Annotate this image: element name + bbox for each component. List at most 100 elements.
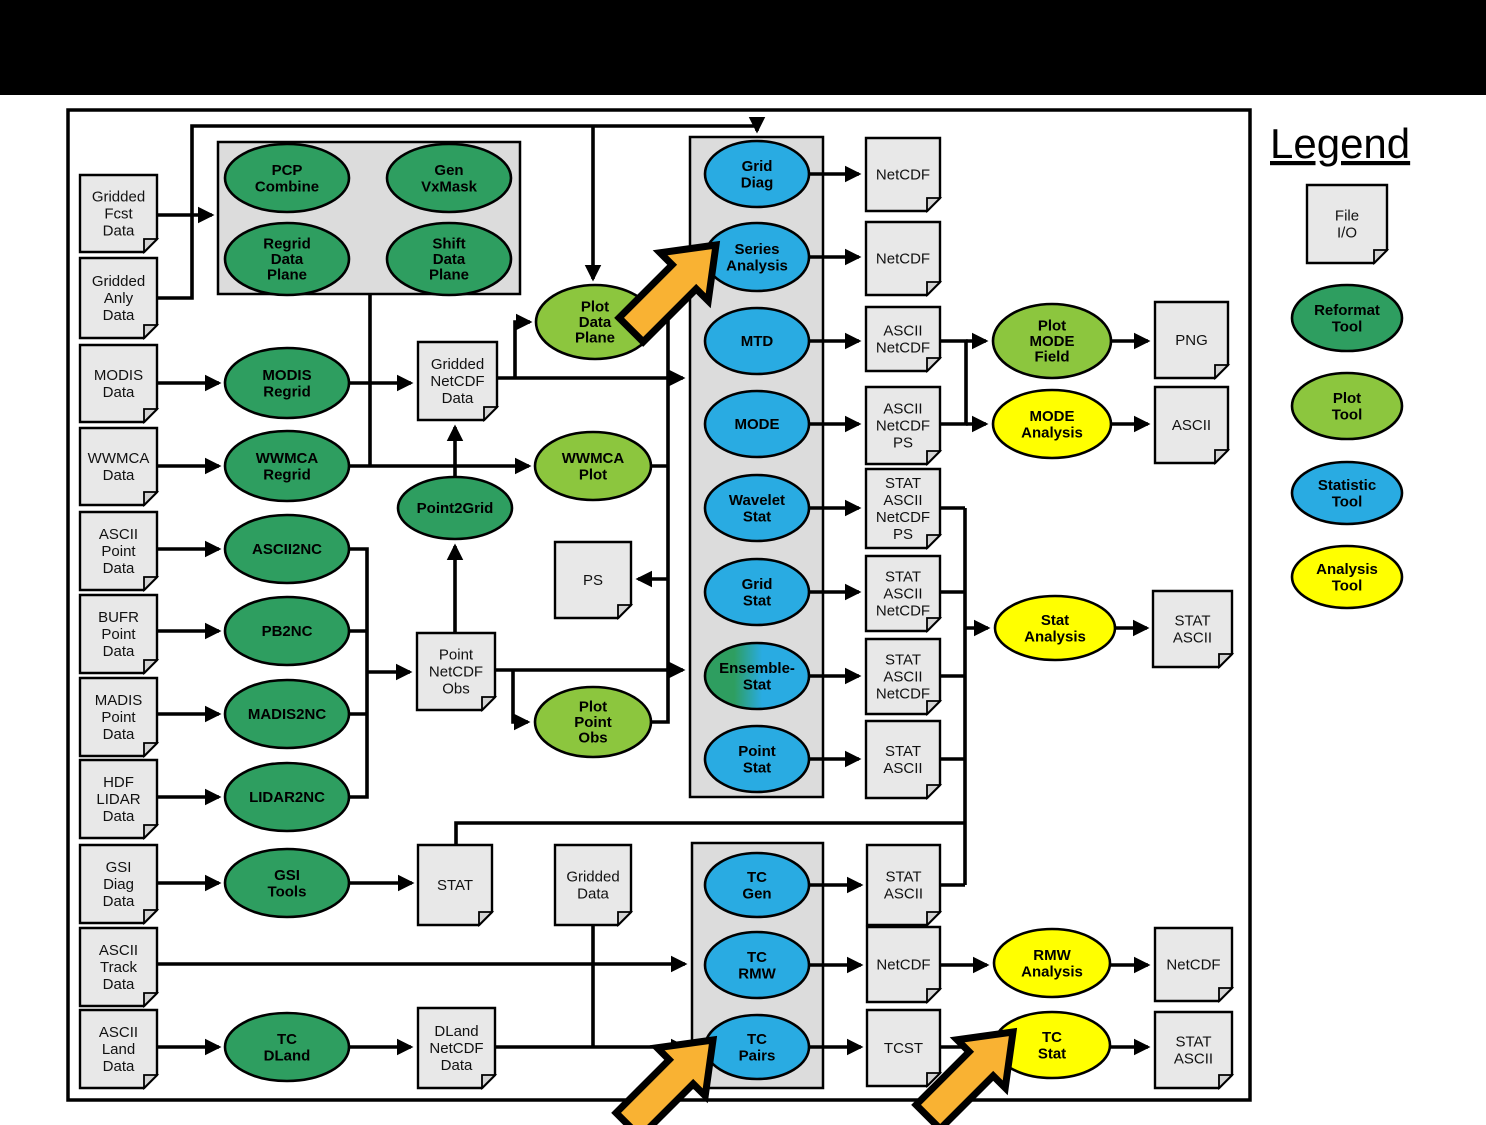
reformat-tool-shape: [223, 678, 351, 750]
reformat-tool-shape: [223, 142, 351, 214]
reformat-tool-shape: [385, 221, 513, 297]
file-fold-corner-icon: [481, 1074, 498, 1091]
connector-1: [157, 116, 766, 300]
lidar2nc: LIDAR2NC: [223, 761, 351, 833]
file-fold-corner-icon: [926, 1072, 943, 1089]
file-fold-corner-icon: [143, 238, 160, 255]
connector-44: [454, 821, 965, 845]
file-fold-corner-icon: [1218, 653, 1235, 670]
file-fold-corner-icon: [143, 992, 160, 1009]
statistic-tool-shape: [703, 473, 811, 543]
statistic-tool-shape: [703, 851, 811, 919]
reformat-tool-shape: [223, 429, 351, 503]
file-fold-corner-icon: [483, 406, 500, 423]
out-netcdf-tcrmw: NetCDF: [865, 925, 943, 1005]
plot-tool-shape: [1290, 371, 1404, 441]
file-fold-corner-icon: [143, 491, 160, 508]
mode-label: MODE: [735, 416, 780, 433]
reformat-tool-shape: [223, 595, 351, 667]
highlight-arrow-series-analysis: [614, 240, 721, 347]
analysis-tool-shape: [991, 388, 1113, 460]
file-fold-corner-icon: [1218, 987, 1235, 1004]
file-fold-corner-icon: [143, 1074, 160, 1091]
ensemble-stat-label: Ensemble-Stat: [719, 660, 795, 694]
file-fold-corner-icon: [926, 357, 943, 374]
file-fold-corner-icon: [1373, 249, 1390, 266]
connector-21: [511, 670, 531, 731]
ascii2nc: ASCII2NC: [223, 513, 351, 585]
statistic-tool-shape: [703, 724, 811, 794]
analysis-tool-shape: [993, 594, 1117, 662]
out-netcdf-series: NetCDF: [864, 220, 943, 298]
reformat-tool-shape: [385, 142, 513, 214]
out-png: PNG: [1153, 300, 1231, 381]
reformat-tool-shape: [223, 346, 351, 420]
pb2nc: PB2NC: [223, 595, 351, 667]
connector-11: [513, 313, 533, 378]
out-ascii-mode-label: ASCII: [1172, 417, 1211, 434]
reformat-tool-shape: [223, 847, 351, 919]
reformat-tool-shape: [396, 475, 514, 541]
statistic-tool-shape: [703, 930, 811, 1000]
file-fold-corner-icon: [1218, 1074, 1235, 1091]
point2grid-label: Point2Grid: [417, 500, 494, 517]
out-netcdf-griddiag: NetCDF: [864, 136, 943, 214]
point2grid: Point2Grid: [396, 475, 514, 541]
plot-tool-shape: [991, 302, 1113, 380]
legend-title: Legend: [1270, 120, 1410, 167]
out-tcst: TCST: [865, 1008, 943, 1089]
mode: MODE: [703, 389, 811, 459]
lidar2nc-label: LIDAR2NC: [249, 789, 325, 806]
out-netcdf-rmw: NetCDF: [1153, 926, 1235, 1004]
